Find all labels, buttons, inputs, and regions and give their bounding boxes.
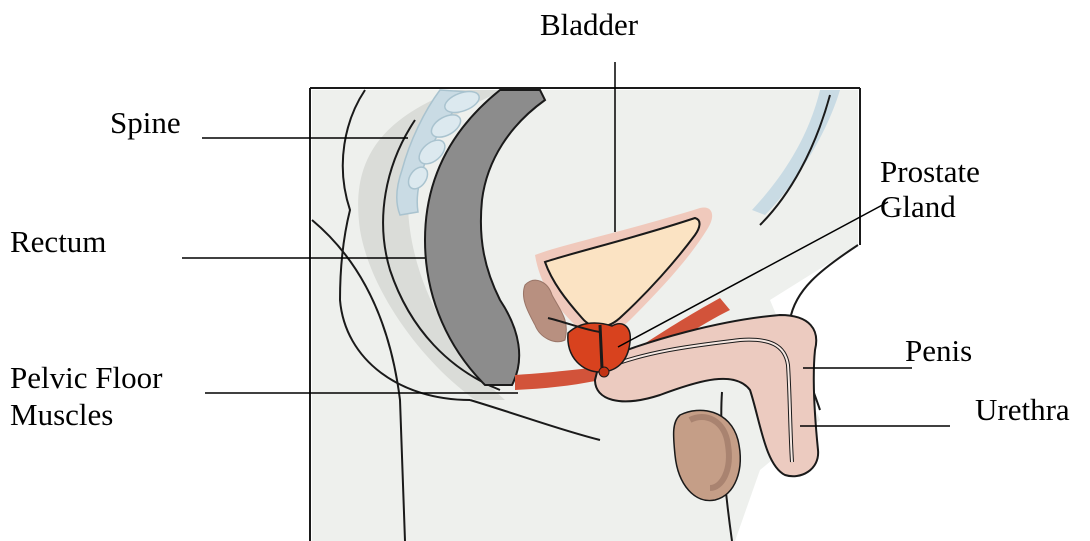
label-spine: Spine — [110, 106, 181, 140]
label-pelvic-line1: Pelvic Floor — [10, 360, 162, 396]
prostate-apex — [599, 367, 609, 377]
label-prostate-line1: Prostate — [880, 155, 980, 189]
label-bladder: Bladder — [540, 8, 638, 42]
label-rectum: Rectum — [10, 225, 106, 259]
label-pelvic-line2: Muscles — [10, 397, 113, 433]
label-prostate-line2: Gland — [880, 190, 956, 224]
label-penis: Penis — [905, 334, 972, 368]
label-urethra: Urethra — [975, 393, 1070, 427]
